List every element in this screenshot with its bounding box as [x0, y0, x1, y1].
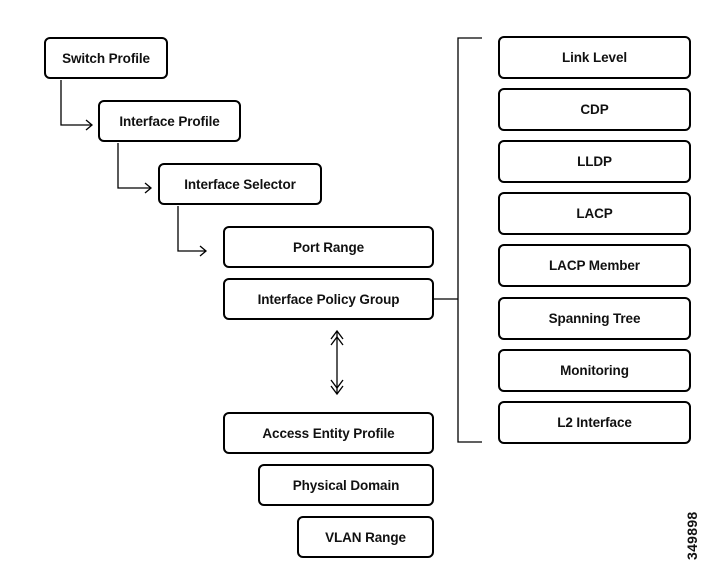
access-entity-profile-label: Access Entity Profile	[262, 425, 395, 441]
physical-domain-label: Physical Domain	[292, 477, 400, 493]
port-range-label: Port Range	[292, 239, 364, 255]
interface-profile-box: Interface Profile	[98, 100, 241, 142]
interface-policy-group-label: Interface Policy Group	[257, 291, 400, 307]
policy-spanning-tree-box: Spanning Tree	[498, 297, 691, 340]
policy-monitoring-box: Monitoring	[498, 349, 691, 392]
policy-label: L2 Interface	[557, 415, 632, 430]
interface-profile-label: Interface Profile	[119, 113, 220, 129]
figure-number: 349898	[684, 511, 700, 560]
switch-profile-label: Switch Profile	[62, 50, 150, 66]
policies-bracket	[457, 37, 482, 443]
policy-lldp-box: LLDP	[498, 140, 691, 183]
connector-interface-profile-to-selector	[117, 143, 151, 189]
policy-label: CDP	[580, 102, 609, 117]
connector-selector-to-port-range	[177, 206, 206, 252]
port-range-box: Port Range	[223, 226, 434, 268]
interface-selector-box: Interface Selector	[158, 163, 322, 205]
policy-lacp-box: LACP	[498, 192, 691, 235]
vlan-range-box: VLAN Range	[297, 516, 434, 558]
policy-lacp-member-box: LACP Member	[498, 244, 691, 287]
policy-label: LLDP	[577, 154, 612, 169]
policy-label: Monitoring	[560, 363, 629, 378]
access-entity-profile-box: Access Entity Profile	[223, 412, 434, 454]
policy-l2-interface-box: L2 Interface	[498, 401, 691, 444]
policy-cdp-box: CDP	[498, 88, 691, 131]
vlan-range-label: VLAN Range	[325, 529, 406, 545]
connector-switch-to-interface-profile	[60, 80, 92, 126]
policy-label: Link Level	[561, 50, 628, 65]
interface-selector-label: Interface Selector	[184, 176, 296, 192]
switch-profile-box: Switch Profile	[44, 37, 168, 79]
policy-label: LACP Member	[549, 258, 640, 273]
arrowhead	[199, 245, 208, 257]
arrowhead	[85, 119, 94, 131]
arrowhead	[144, 182, 153, 194]
arrowhead-down	[330, 385, 344, 396]
arrowhead-down	[330, 379, 344, 390]
arrowhead-up	[330, 329, 344, 340]
arrowhead-up	[330, 335, 344, 346]
policy-label: LACP	[576, 206, 613, 221]
physical-domain-box: Physical Domain	[258, 464, 434, 506]
interface-policy-group-box: Interface Policy Group	[223, 278, 434, 320]
policy-link-level-box: Link Level	[498, 36, 691, 79]
policy-label: Spanning Tree	[548, 311, 641, 326]
